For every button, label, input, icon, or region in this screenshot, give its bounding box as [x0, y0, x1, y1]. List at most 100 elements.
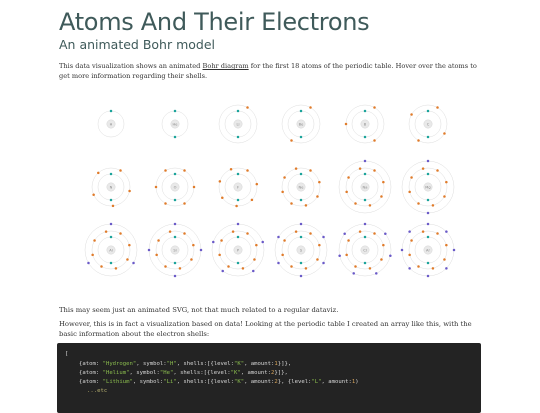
shell-ring — [91, 167, 131, 207]
electron — [309, 169, 312, 172]
electron — [154, 185, 158, 189]
electron — [173, 135, 177, 139]
atom-cl[interactable]: Cl — [338, 222, 392, 277]
electron — [343, 232, 346, 236]
electron — [426, 261, 430, 265]
atom-al[interactable]: Al — [84, 222, 138, 277]
shell-ring — [91, 230, 131, 270]
atom-na[interactable]: Na — [338, 159, 392, 214]
electron — [363, 172, 367, 176]
electron — [363, 198, 367, 202]
electron — [255, 243, 258, 247]
atom-h[interactable]: H — [97, 109, 125, 138]
bohr-diagram-link[interactable]: Bohr diagram — [202, 62, 249, 70]
electron — [389, 254, 392, 258]
electron — [168, 230, 172, 233]
atom-f[interactable]: F — [218, 167, 259, 208]
atom-c[interactable]: C — [408, 104, 448, 144]
electron — [183, 169, 186, 172]
atom-li[interactable]: Li — [218, 104, 258, 144]
atom-symbol: Li — [236, 122, 239, 126]
nucleus — [296, 182, 306, 192]
electron — [338, 254, 341, 258]
electron — [119, 232, 122, 235]
electron — [173, 198, 177, 202]
electron — [443, 132, 446, 135]
electron — [375, 272, 378, 275]
electron — [299, 135, 303, 139]
electron — [192, 243, 195, 247]
electron — [241, 267, 245, 270]
electron — [252, 269, 255, 273]
atom-p[interactable]: P — [211, 222, 265, 277]
electron — [109, 235, 113, 239]
atom-symbol: F — [237, 185, 239, 189]
electron — [221, 196, 224, 199]
shell-ring — [155, 230, 195, 270]
electron — [436, 169, 439, 172]
atom-b[interactable]: B — [344, 104, 385, 144]
electron — [109, 172, 113, 176]
electron — [290, 139, 293, 142]
atom-he[interactable]: He — [161, 109, 189, 139]
atom-symbol: Mg — [425, 185, 430, 189]
nucleus — [170, 119, 180, 129]
electron — [431, 204, 435, 207]
nucleus — [233, 182, 243, 192]
nucleus — [233, 119, 243, 129]
atom-symbol: Al — [109, 248, 112, 252]
electron — [410, 239, 413, 242]
atom-symbol: S — [300, 248, 303, 252]
electron — [304, 267, 308, 270]
atom-symbol: He — [173, 122, 179, 126]
electron — [164, 202, 167, 205]
code-block: [ {atom: "Hydrogen", symbol:"H", shells:… — [57, 343, 481, 413]
electron — [229, 168, 233, 171]
atom-o[interactable]: O — [154, 167, 196, 207]
electron — [318, 180, 321, 184]
electron — [227, 265, 230, 268]
electron — [299, 172, 303, 176]
atom-symbol: B — [364, 122, 367, 126]
electron — [192, 185, 196, 189]
electron — [445, 180, 448, 184]
electron — [426, 198, 430, 202]
atom-ne[interactable]: Ne — [281, 167, 321, 207]
electron — [431, 267, 435, 270]
electron — [384, 232, 387, 236]
electron — [236, 235, 240, 239]
shell-ring — [408, 167, 448, 207]
atom-be[interactable]: Be — [281, 104, 321, 144]
electron — [97, 171, 100, 175]
electron — [173, 172, 177, 176]
atom-s[interactable]: S — [274, 222, 328, 278]
atom-n[interactable]: N — [91, 167, 131, 208]
nucleus — [423, 182, 433, 192]
electron — [157, 239, 160, 242]
electron — [426, 222, 430, 226]
electron — [299, 261, 303, 265]
electron — [421, 230, 425, 233]
page-subtitle: An animated Bohr model — [59, 37, 216, 52]
electron — [345, 253, 348, 257]
electron — [183, 232, 186, 235]
electron — [363, 235, 367, 239]
electron — [178, 267, 182, 270]
atom-symbol: Be — [299, 122, 304, 126]
body-paragraph-2: However, this is in fact a visualization… — [59, 320, 472, 338]
electron — [246, 106, 249, 109]
electron — [322, 261, 325, 265]
electron — [382, 243, 385, 247]
electron — [417, 139, 420, 142]
electron — [445, 243, 448, 247]
electron — [236, 172, 240, 176]
atom-mg[interactable]: Mg — [401, 159, 455, 215]
electron — [283, 176, 286, 179]
shell-ring — [345, 167, 385, 207]
electron — [173, 235, 177, 239]
atom-ar[interactable]: Ar — [400, 222, 456, 278]
atom-si[interactable]: Si — [147, 222, 203, 278]
electron — [347, 176, 350, 179]
atom-symbol: Na — [363, 185, 368, 189]
